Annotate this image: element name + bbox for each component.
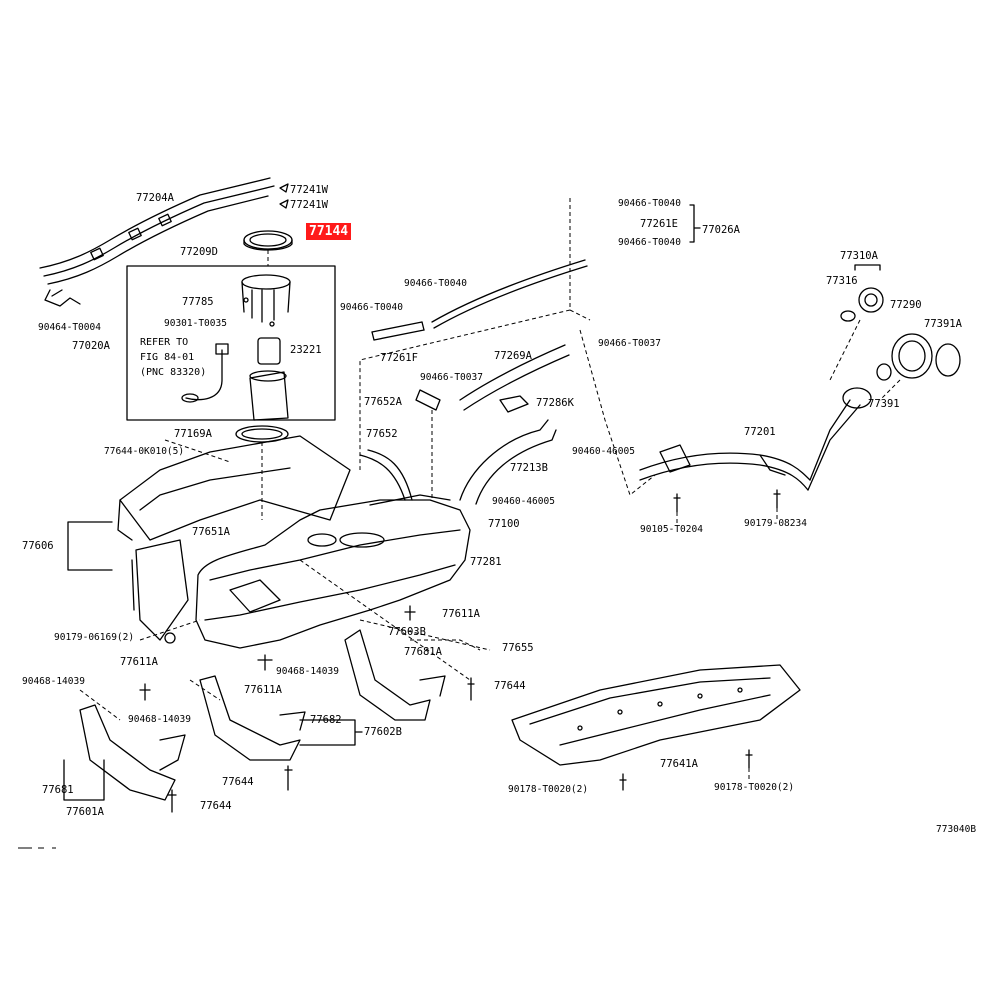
label-23221: 23221 (290, 344, 322, 356)
fuel-tank-77100 (195, 494, 471, 649)
label-77286K: 77286K (536, 397, 574, 409)
figure-code: 773040B (936, 824, 977, 835)
label-77644-3: 77644 (494, 680, 526, 692)
label-77144-highlighted[interactable]: 77144 (306, 223, 352, 240)
retaining-ring-77144 (243, 230, 293, 251)
label-77391: 77391 (868, 398, 900, 410)
label-77652: 77652 (366, 428, 398, 440)
label-77603B: 77603B (388, 626, 426, 638)
label-77601A: 77601A (66, 806, 104, 818)
label-90466-T0040-c: 90466-T0040 (618, 198, 681, 209)
label-90468-14039-3: 90468-14039 (276, 666, 339, 677)
label-77241W-1: 77241W (290, 184, 328, 196)
filler-cap-parts (840, 287, 961, 381)
label-77681A: 77681A (404, 646, 442, 658)
label-77204A: 77204A (136, 192, 174, 204)
bolts (139, 489, 781, 813)
label-77611A-3: 77611A (442, 608, 480, 620)
label-77611A-1: 77611A (120, 656, 158, 668)
label-77290: 77290 (890, 299, 922, 311)
label-77020A: 77020A (72, 340, 110, 352)
label-77269A: 77269A (494, 350, 532, 362)
label-77651A: 77651A (192, 526, 230, 538)
label-77241W-2: 77241W (290, 199, 328, 211)
bracket-77310A (854, 264, 881, 271)
label-77655: 77655 (502, 642, 534, 654)
bracket-77606 (67, 521, 113, 571)
tank-straps (79, 629, 446, 801)
label-90466-T0040-b: 90466-T0040 (340, 302, 403, 313)
label-77316: 77316 (826, 275, 858, 287)
label-90105-T0204: 90105-T0204 (640, 524, 703, 535)
fuel-tube-assembly (39, 177, 289, 307)
label-90468-14039-2: 90468-14039 (128, 714, 191, 725)
filler-pipe-77201 (639, 387, 872, 491)
label-90466-T0040-d: 90466-T0040 (618, 237, 681, 248)
label-90464-T0004: 90464-T0004 (38, 322, 101, 333)
label-90466-T0037-a: 90466-T0037 (598, 338, 661, 349)
label-77391A: 77391A (924, 318, 962, 330)
label-77644-1: 77644 (200, 800, 232, 812)
hoses (359, 259, 588, 505)
label-77281: 77281 (470, 556, 502, 568)
label-77644-2: 77644 (222, 776, 254, 788)
label-77026A: 77026A (702, 224, 740, 236)
label-77602B: 77602B (364, 726, 402, 738)
label-77682: 77682 (310, 714, 342, 726)
label-90468-14039-1: 90468-14039 (22, 676, 85, 687)
pump-module-box (126, 265, 336, 421)
dashed-leaders (79, 198, 901, 790)
bracket-77026A (689, 204, 701, 243)
label-90460-46005-a: 90460-46005 (572, 446, 635, 457)
label-77644-0K010: 77644-0K010(5) (104, 446, 185, 457)
label-90460-46005-b: 90460-46005 (492, 496, 555, 507)
label-77310A: 77310A (840, 250, 878, 262)
label-77169A: 77169A (174, 428, 212, 440)
reference-note: REFER TO FIG 84-01 (PNC 83320) (140, 335, 206, 380)
label-77261E: 77261E (640, 218, 678, 230)
skid-plate-77641A (511, 664, 801, 766)
protector-77606 (117, 435, 351, 641)
reference-note-line3: (PNC 83320) (140, 367, 207, 378)
label-77261F: 77261F (380, 352, 418, 364)
label-77641A: 77641A (660, 758, 698, 770)
label-77213B: 77213B (510, 462, 548, 474)
label-77785: 77785 (182, 296, 214, 308)
label-77201: 77201 (744, 426, 776, 438)
label-90466-T0040-a: 90466-T0040 (404, 278, 467, 289)
label-77681-1: 77681 (42, 784, 74, 796)
reference-note-line1: REFER TO (140, 337, 189, 348)
label-90301-T0035: 90301-T0035 (164, 318, 227, 329)
label-90179-08234: 90179-08234 (744, 518, 807, 529)
label-77611A-2: 77611A (244, 684, 282, 696)
reference-note-line2: FIG 84-01 (140, 352, 195, 363)
label-90466-T0037-b: 90466-T0037 (420, 372, 483, 383)
label-77209D: 77209D (180, 246, 218, 258)
label-90179-06169: 90179-06169(2) (54, 632, 135, 643)
label-77606: 77606 (22, 540, 54, 552)
label-77100: 77100 (488, 518, 520, 530)
bracket-77601A (63, 759, 105, 801)
label-90178-T0020-a: 90178-T0020(2) (508, 784, 589, 795)
label-90178-T0020-b: 90178-T0020(2) (714, 782, 795, 793)
bracket-77602B (299, 719, 363, 746)
label-77652A: 77652A (364, 396, 402, 408)
